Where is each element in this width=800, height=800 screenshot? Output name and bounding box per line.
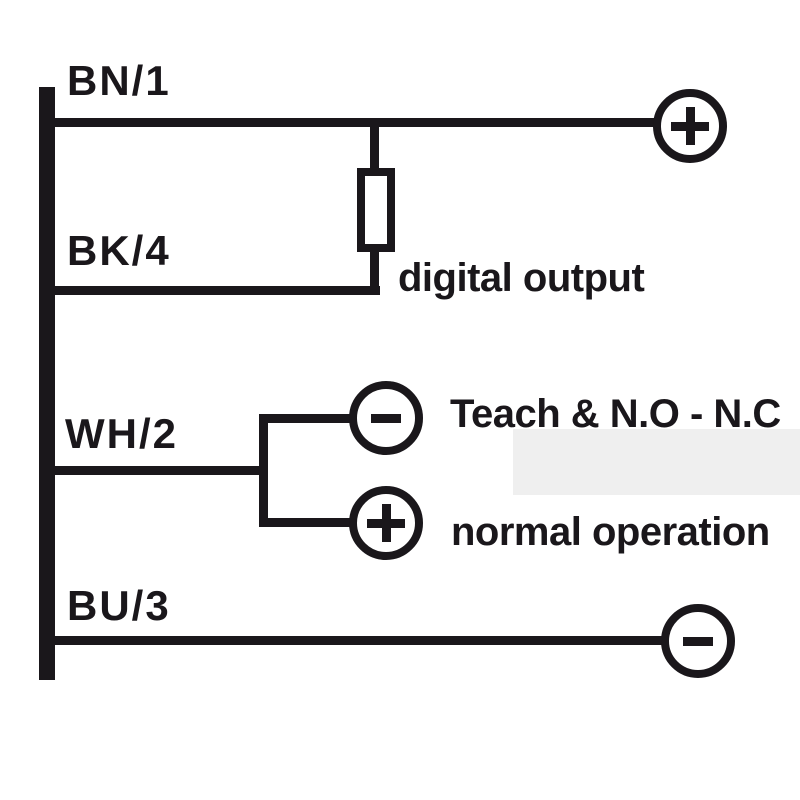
annotation-teach: Teach & N.O - N.C xyxy=(450,392,781,436)
bus-bar xyxy=(39,87,55,680)
minus-icon xyxy=(669,612,727,670)
highlight-box xyxy=(513,429,800,495)
plus-icon xyxy=(661,97,719,155)
plus-icon xyxy=(357,494,415,552)
annotation-digital-output: digital output xyxy=(398,256,645,300)
branch-top-wire xyxy=(259,414,353,423)
branch-bottom-wire xyxy=(259,518,353,527)
terminal-teach-minus xyxy=(349,381,423,455)
wire-bn1 xyxy=(54,118,655,127)
wire-bk4 xyxy=(54,286,380,295)
branch-vertical-wire xyxy=(259,414,268,527)
resistor-lead-top xyxy=(370,122,379,172)
label-wh2: WH/2 xyxy=(65,410,178,457)
terminal-supply-minus xyxy=(661,604,735,678)
terminal-normal-plus xyxy=(349,486,423,560)
terminal-supply-plus xyxy=(653,89,727,163)
annotation-normal-operation: normal operation xyxy=(451,510,770,554)
label-bk4: BK/4 xyxy=(67,227,171,274)
resistor-lead-bottom xyxy=(370,248,379,292)
label-bn1: BN/1 xyxy=(67,57,171,104)
label-bu3: BU/3 xyxy=(67,582,171,629)
minus-icon xyxy=(357,389,415,447)
resistor-symbol xyxy=(357,168,395,252)
wire-wh2 xyxy=(54,466,268,475)
wire-bu3 xyxy=(54,636,663,645)
